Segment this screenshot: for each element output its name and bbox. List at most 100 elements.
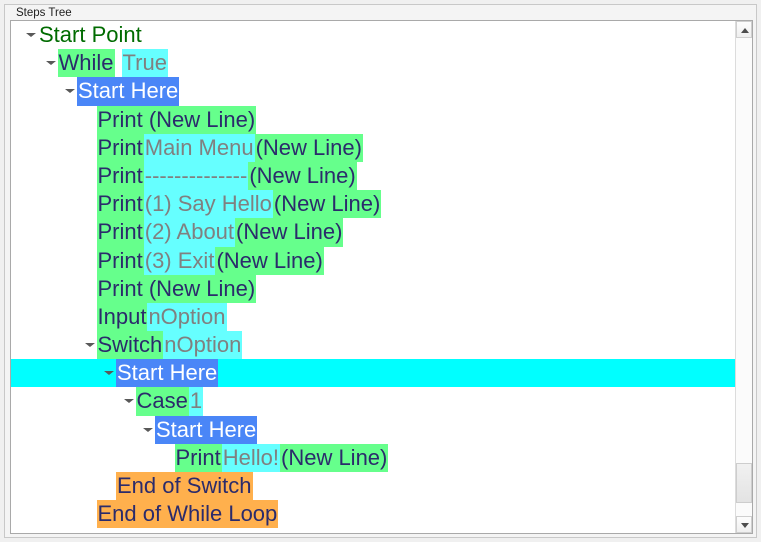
tree-row[interactable]: End of Switch (11, 472, 735, 501)
tree-row-token-param: (3) Exit (143, 246, 216, 275)
tree-row-token-kw: Print (96, 133, 144, 162)
tree-row[interactable]: End of While Loop (11, 500, 735, 529)
tree-expander-collapse-icon[interactable] (83, 331, 97, 359)
tree-row-content: Start Point (24, 21, 143, 49)
tree-row[interactable]: Print (New Line) (11, 105, 735, 134)
tree-row-content: Start Here (141, 415, 258, 444)
tree-row-content: Input nOption (83, 302, 227, 332)
scroll-up-arrow-glyph (741, 28, 749, 33)
tree-expander-spacer (102, 472, 116, 500)
tree-row-token-param: nOption (163, 331, 243, 360)
tree-row-content: Print (2) About (New Line) (83, 218, 344, 247)
tree-row-token-param: -------------- (143, 161, 249, 191)
tree-row-token-kw: Print (96, 218, 144, 247)
tree-expander-spacer (83, 500, 97, 528)
tree-row[interactable]: Print (New Line) (11, 274, 735, 303)
vertical-scrollbar[interactable] (735, 21, 752, 533)
tree-row[interactable]: While True (11, 49, 735, 78)
tree-row-content: Print (New Line) (83, 274, 257, 303)
tree-expander-spacer (83, 218, 97, 246)
tree-expander-spacer (83, 303, 97, 331)
tree-row-content: Print (New Line) (83, 105, 257, 134)
tree-row[interactable]: Start Here (11, 415, 735, 444)
tree-row-token-kw: Print (96, 161, 144, 191)
tree-row[interactable]: Start Here (11, 359, 735, 388)
tree-row-token-kw: Print (96, 190, 144, 219)
tree-row-token-kw: (New Line) (248, 161, 357, 191)
tree-expander-collapse-icon[interactable] (63, 77, 77, 105)
tree-row[interactable]: Print (3) Exit (New Line) (11, 246, 735, 275)
scroll-down-arrow-glyph (741, 523, 749, 528)
tree-expander-collapse-icon[interactable] (24, 21, 38, 49)
tree-row-token-kw: (New Line) (254, 133, 363, 162)
tree-row-token-param: (1) Say Hello (143, 190, 273, 219)
tree-row-token-endkw: End of Switch (116, 472, 253, 501)
scroll-up-arrow-icon[interactable] (736, 21, 752, 38)
tree-row[interactable]: Switch nOption (11, 331, 735, 360)
tree-row-token-kw: Print (New Line) (96, 105, 257, 134)
tree-row-content: Print Hello! (New Line) (161, 443, 389, 472)
tree-row-token-kw: (New Line) (272, 190, 382, 219)
scroll-track[interactable] (736, 38, 752, 516)
tree-expander-spacer (83, 275, 97, 303)
tree-expander-collapse-icon[interactable] (44, 49, 58, 77)
tree-expander-spacer (83, 247, 97, 275)
tree-row[interactable]: Print (1) Say Hello (New Line) (11, 190, 735, 219)
tree-row-token-param: (2) About (143, 218, 236, 247)
tree-row-token-kw: Switch (96, 331, 164, 360)
tree-row-token-kw: Print (174, 443, 222, 472)
steps-tree-caption: Steps Tree (13, 7, 75, 19)
tree-row-token-sel: Start Here (116, 359, 219, 388)
tree-row-content: Switch nOption (83, 331, 243, 360)
tree-row-content: Print Main Menu (New Line) (83, 133, 363, 162)
tree-expander-spacer (83, 162, 97, 190)
scroll-down-arrow-icon[interactable] (736, 516, 752, 533)
tree-row-token-plain: Start Point (39, 22, 142, 47)
tree-row-token-kw: Input (96, 302, 148, 332)
tree-row-content: End of Switch (102, 472, 253, 501)
tree-expander-collapse-icon[interactable] (141, 416, 155, 444)
tree-row-content: Start Here (63, 77, 180, 106)
tree-row-content: Print (1) Say Hello (New Line) (83, 190, 382, 219)
tree-row-token-kw: While (57, 49, 115, 78)
tree-row[interactable]: Print Main Menu (New Line) (11, 133, 735, 162)
vertical-scroll-thumb[interactable] (736, 463, 752, 503)
tree-row[interactable]: Start Point (11, 21, 735, 49)
tree-row-token-kw: Case (135, 387, 189, 416)
tree-row[interactable]: Input nOption (11, 302, 735, 332)
tree-row-content: Start Here (102, 359, 219, 388)
tree-row-token-kw: (New Line) (215, 246, 324, 275)
tree-row-token-kw: (New Line) (280, 443, 389, 472)
tree-row-token-param: 1 (188, 387, 204, 416)
tree-expander-collapse-icon[interactable] (122, 387, 136, 415)
tree-row-token-sel: Start Here (77, 77, 180, 106)
tree-expander-spacer (161, 444, 175, 472)
tree-row-token-param: True (121, 49, 168, 78)
tree-expander-spacer (83, 134, 97, 162)
tree-row[interactable]: Print Hello! (New Line) (11, 443, 735, 472)
tree-row-token-sel: Start Here (155, 415, 258, 444)
tree-row-token-param: Main Menu (143, 133, 255, 162)
tree-row[interactable]: Print -------------- (New Line) (11, 161, 735, 191)
tree-row-token-kw: Print (New Line) (96, 274, 257, 303)
tree-row-content: End of While Loop (83, 500, 279, 529)
tree-row[interactable]: Case 1 (11, 387, 735, 416)
tree-expander-spacer (83, 106, 97, 134)
tree-row-token-param: nOption (147, 302, 227, 332)
tree-expander-spacer (83, 190, 97, 218)
tree-row[interactable]: Start Here (11, 77, 735, 106)
tree-row-content: Print -------------- (New Line) (83, 161, 357, 191)
tree-row-content: Case 1 (122, 387, 204, 416)
tree-row-content: While True (44, 49, 168, 78)
tree-row[interactable]: Print (2) About (New Line) (11, 218, 735, 247)
tree-row-token-kw: (New Line) (235, 218, 344, 247)
tree-row-token-kw: Print (96, 246, 144, 275)
tree-expander-collapse-icon[interactable] (102, 359, 116, 387)
tree-row-content: Print (3) Exit (New Line) (83, 246, 324, 275)
tree-row-token-endkw: End of While Loop (96, 500, 279, 529)
tree-row-token-param: Hello! (221, 443, 280, 472)
